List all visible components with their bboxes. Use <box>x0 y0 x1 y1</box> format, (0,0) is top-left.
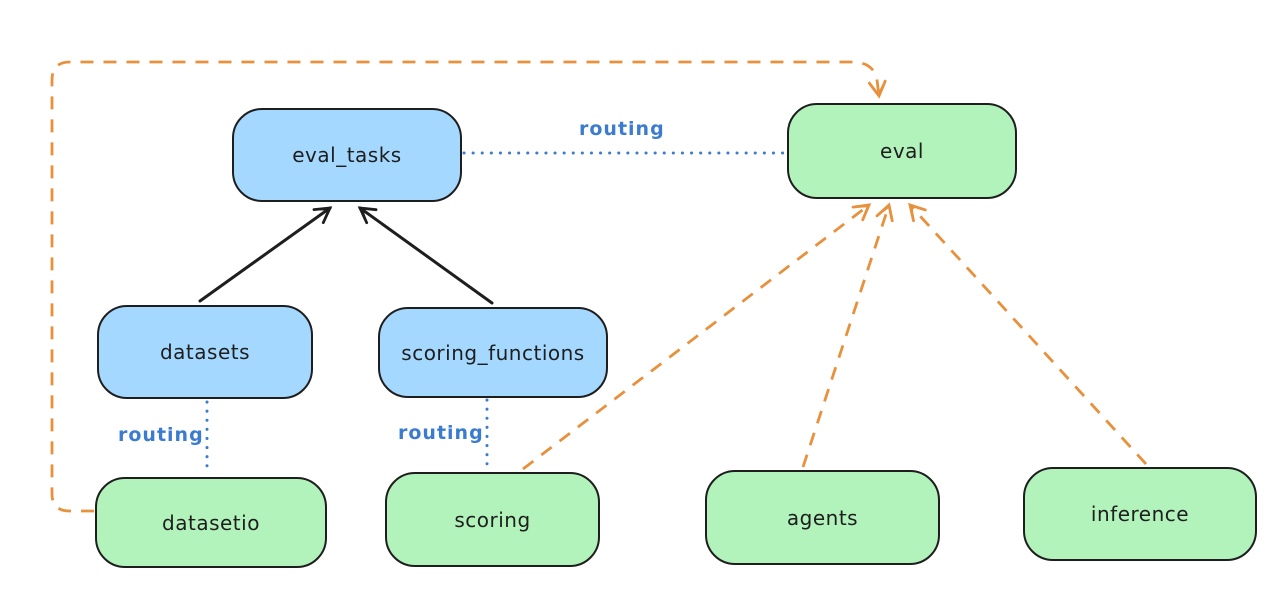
edge-inference-to-eval <box>908 202 1148 465</box>
edge-label-routing-scoring: routing <box>398 422 484 444</box>
edge-datasetio-to-eval <box>50 60 887 513</box>
node-eval-label: eval <box>880 139 924 163</box>
edge-datasets-to-eval-tasks <box>198 206 333 303</box>
node-eval-tasks-label: eval_tasks <box>292 143 402 167</box>
node-scoring-functions-label: scoring_functions <box>401 340 585 365</box>
edge-scoring-to-eval <box>522 203 872 471</box>
node-scoring-functions: scoring_functions <box>378 307 608 398</box>
node-datasets: datasets <box>97 305 313 399</box>
node-scoring-label: scoring <box>454 507 531 532</box>
node-datasets-label: datasets <box>159 340 251 364</box>
edge-label-routing-datasets: routing <box>118 424 204 446</box>
node-inference-label: inference <box>1090 502 1190 526</box>
edge-label-routing-top: routing <box>579 118 665 140</box>
node-agents-label: agents <box>786 505 859 530</box>
edge-scoring-functions-to-eval-tasks <box>357 206 494 305</box>
node-eval: eval <box>787 103 1017 199</box>
node-scoring: scoring <box>385 472 600 567</box>
node-datasetio: datasetio <box>95 477 327 568</box>
node-agents: agents <box>705 470 940 565</box>
node-eval-tasks: eval_tasks <box>232 108 462 202</box>
node-inference: inference <box>1023 467 1257 561</box>
node-datasetio-label: datasetio <box>162 510 260 535</box>
